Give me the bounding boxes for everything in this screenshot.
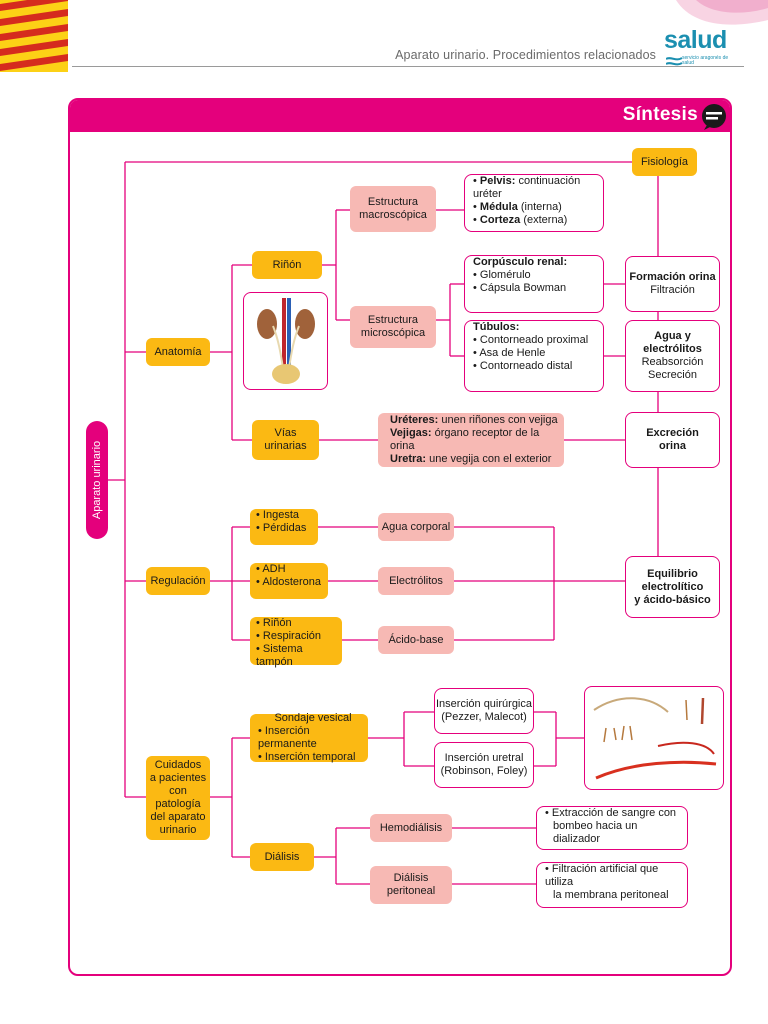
- corpusculo-box: Corpúsculo renal: • Glomérulo • Cápsula …: [464, 255, 604, 313]
- regulacion-group-sistemas: • Riñón • Respiración • Sistema tampón: [250, 617, 342, 668]
- hemodialisis-description: • Extracción de sangre con bombeo hacia …: [536, 806, 688, 850]
- node-rinon: Riñón: [252, 251, 322, 279]
- speech-bubble-icon: [702, 104, 726, 130]
- node-insercion-quirurgica: Inserción quirúrgica (Pezzer, Malecot): [434, 688, 534, 734]
- node-electrolitos: Electrólitos: [378, 567, 454, 595]
- header-divider: [72, 66, 744, 67]
- tubulos-title: Túbulos:: [473, 321, 520, 333]
- macro-item-medula: • Médula (interna): [473, 201, 562, 213]
- vias-item-ureteres: Uréteres: unen riñones con vejiga: [390, 414, 558, 426]
- corpusculo-item-glomerulo: • Glomérulo: [473, 269, 531, 281]
- node-dialisis-peritoneal: Diálisis peritoneal: [370, 866, 452, 904]
- node-hemodialisis: Hemodiálisis: [370, 814, 452, 842]
- tubulos-item-distal: • Contorneado distal: [473, 360, 573, 372]
- node-formacion-orina: Formación orina Filtración: [625, 256, 720, 312]
- node-dialisis: Diálisis: [250, 843, 314, 871]
- vias-item-vejigas: Vejigas: órgano receptor de la orina: [390, 427, 540, 452]
- node-acido-base: Ácido-base: [378, 626, 454, 654]
- node-estructura-microscopica: Estructura microscópica: [350, 306, 436, 348]
- decorative-flower-graphic: [676, 0, 768, 25]
- node-insercion-uretral: Inserción uretral (Robinson, Foley): [434, 742, 534, 788]
- catheters-illustration: [584, 686, 724, 790]
- node-regulacion: Regulación: [146, 567, 210, 595]
- salud-logo: salud servicio aragonés de salud: [664, 26, 729, 66]
- tubulos-item-henle: • Asa de Henle: [473, 347, 546, 359]
- vias-item-uretra: Uretra: une vegija con el exterior: [390, 453, 552, 465]
- page-header-title: Aparato urinario. Procedimientos relacio…: [395, 48, 656, 62]
- node-agua-corporal: Agua corporal: [378, 513, 454, 541]
- node-equilibrio: Equilibrio electrolítico y ácido-básico: [625, 556, 720, 618]
- corpusculo-item-capsula: • Cápsula Bowman: [473, 282, 567, 294]
- node-estructura-macroscopica: Estructura macroscópica: [350, 186, 436, 232]
- node-cuidados: Cuidados a pacientes con patología del a…: [146, 756, 210, 840]
- node-anatomia: Anatomía: [146, 338, 210, 366]
- node-sondaje-vesical: Sondaje vesical • Inserción permanente •…: [250, 712, 368, 763]
- synthesis-panel: Síntesis: [68, 98, 732, 976]
- synthesis-title-bar: Síntesis: [70, 100, 730, 132]
- root-node-aparato-urinario: Aparato urinario: [86, 421, 108, 539]
- node-fisiologia: Fisiología: [632, 148, 697, 176]
- aragon-flag-logo: [0, 0, 68, 72]
- peritoneal-description: • Filtración artificial que utiliza la m…: [536, 862, 688, 908]
- regulacion-group-hormonas: • ADH • Aldosterona: [250, 563, 328, 599]
- vias-details-box: Uréteres: unen riñones con vejiga Vejiga…: [378, 413, 564, 467]
- regulacion-group-ingesta: • Ingesta • Pérdidas: [250, 509, 318, 545]
- kidney-illustration: [243, 292, 328, 390]
- node-excrecion-orina: Excreción orina: [625, 412, 720, 468]
- node-vias-urinarias: Vías urinarias: [252, 420, 319, 460]
- macro-details-box: • Pelvis: continuación uréter • Médula (…: [464, 174, 604, 232]
- node-agua-electrolitos: Agua y electrólitos Reabsorción Secreció…: [625, 320, 720, 392]
- corpusculo-title: Corpúsculo renal:: [473, 256, 568, 268]
- macro-item-pelvis: • Pelvis: continuación uréter: [473, 175, 581, 200]
- macro-item-corteza: • Corteza (externa): [473, 214, 568, 226]
- synthesis-title: Síntesis: [622, 104, 698, 125]
- tubulos-box: Túbulos: • Contorneado proximal • Asa de…: [464, 320, 604, 392]
- tubulos-item-proximal: • Contorneado proximal: [473, 334, 589, 346]
